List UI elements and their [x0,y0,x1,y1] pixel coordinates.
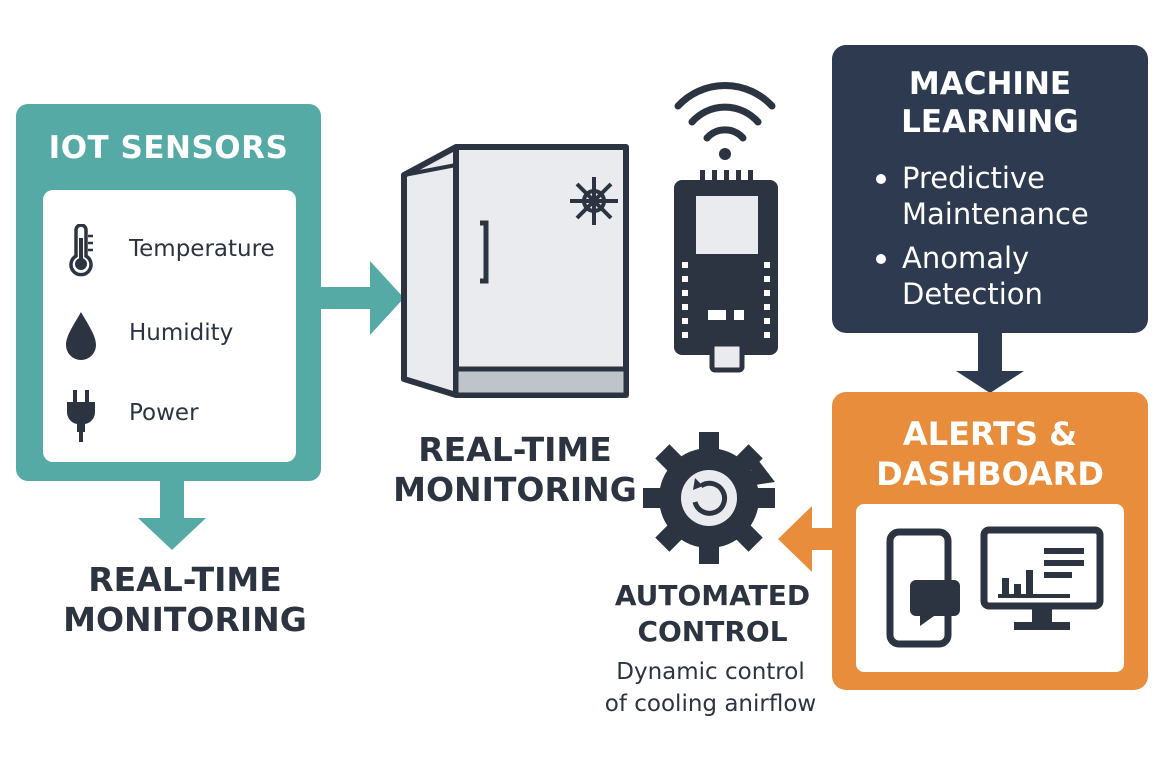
droplet-icon [66,312,96,360]
arrow-to-control [778,506,832,572]
iot-sensors-panel: IOT SENSORS Temperature Humidity [16,104,321,481]
monitor-chart-icon [980,526,1104,630]
ml-item-predictive-maintenance: Predictive Maintenance [874,160,1144,232]
realtime-monitoring-label-center: REAL-TIME MONITORING [393,430,637,509]
arrow-down-left [138,480,206,550]
sensor-list: Temperature Humidity Power [43,190,296,462]
thermometer-icon [69,224,93,277]
sensor-item-humidity: Humidity [43,304,296,364]
alerts-dashboard-panel: ALERTS & DASHBOARD [832,392,1148,690]
sensor-item-temperature: Temperature [43,220,296,280]
sensor-label-temperature: Temperature [129,236,275,262]
ml-item-anomaly-detection: Anomaly Detection [874,240,1144,312]
alerts-dashboard-title: ALERTS & DASHBOARD [876,415,1104,493]
sensor-label-humidity: Humidity [129,320,234,346]
ml-feature-list: Predictive Maintenance Anomaly Detection [874,160,1144,320]
gear-cycle-icon [643,432,775,564]
realtime-monitoring-label-left: REAL-TIME MONITORING [63,560,307,639]
iot-sensors-title: IOT SENSORS [48,130,289,166]
arrow-to-fridge [320,261,404,335]
alerts-device-box [856,504,1124,672]
plug-icon [66,390,96,442]
automated-control-title: AUTOMATED CONTROL [614,579,811,648]
machine-learning-panel: MACHINE LEARNING Predictive Maintenance … [832,45,1148,333]
arrow-down-ml [956,333,1024,393]
automated-control-description: Dynamic control of cooling anirflow [604,659,817,717]
sensor-item-power: Power [43,384,296,444]
machine-learning-title: MACHINE LEARNING [901,66,1079,140]
smartphone-icon [886,528,960,648]
microcontroller-wifi-icon [674,81,778,373]
sensor-label-power: Power [129,400,199,426]
refrigerator-icon [401,144,629,398]
